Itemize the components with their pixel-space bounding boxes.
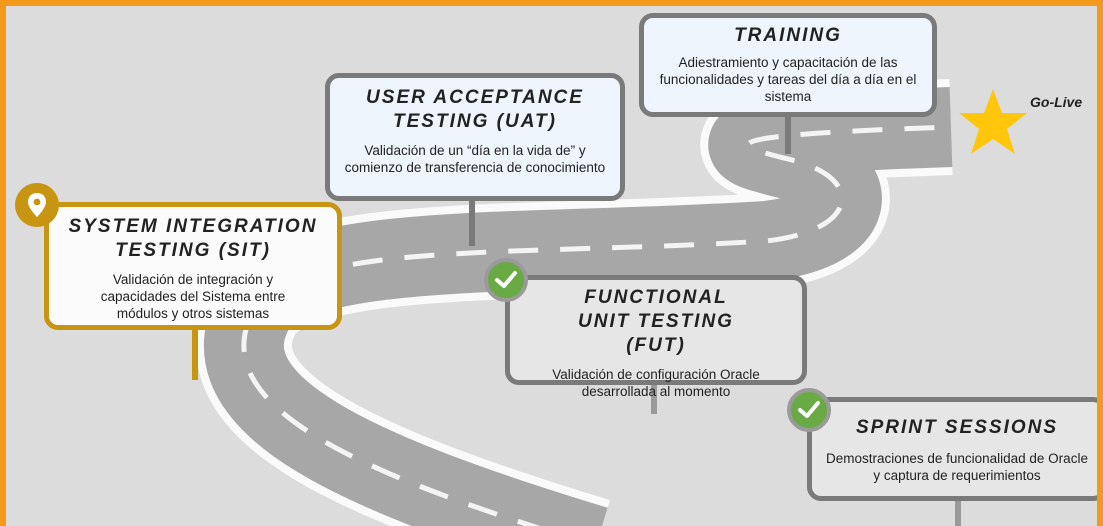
location-pin-icon	[15, 183, 59, 227]
star-icon	[959, 89, 1027, 154]
fut-sign: FUNCTIONAL UNIT TESTING (FUT) Validación…	[505, 275, 807, 399]
training-sign: TRAINING Adiestramiento y capacitación d…	[639, 13, 937, 117]
fut-description: Validación de configuración Oracle desar…	[552, 367, 760, 399]
training-description: Adiestramiento y capacitación de las fun…	[659, 55, 917, 104]
fut-check-icon	[484, 258, 528, 302]
sit-title: SYSTEM INTEGRATION TESTING (SIT)	[68, 216, 318, 261]
sprint-sign: SPRINT SESSIONS Demostraciones de funcio…	[807, 397, 1097, 501]
fut-sign-post	[651, 374, 657, 414]
training-sign-post	[785, 106, 791, 154]
road-illustration	[195, 79, 953, 526]
sprint-sign-post	[955, 494, 961, 526]
training-title: TRAINING	[734, 25, 842, 46]
sprint-check-icon	[787, 388, 831, 432]
uat-sign: USER ACCEPTANCE TESTING (UAT) Validación…	[325, 73, 625, 201]
sit-sign-post	[192, 318, 198, 380]
uat-sign-post	[469, 186, 475, 246]
uat-description: Validación de un “día en la vida de” y c…	[344, 143, 606, 175]
fut-title: FUNCTIONAL UNIT TESTING (FUT)	[578, 287, 734, 356]
uat-title: USER ACCEPTANCE TESTING (UAT)	[366, 87, 584, 132]
sit-sign: SYSTEM INTEGRATION TESTING (SIT) Validac…	[44, 202, 342, 330]
road-center-line	[241, 124, 952, 526]
sprint-title: SPRINT SESSIONS	[855, 417, 1059, 438]
sprint-description: Demostraciones de funcionalidad de Oracl…	[826, 451, 1088, 483]
sit-description: Validación de integración y capacidades …	[100, 272, 286, 321]
go-live-label: Go-Live	[1030, 94, 1083, 110]
